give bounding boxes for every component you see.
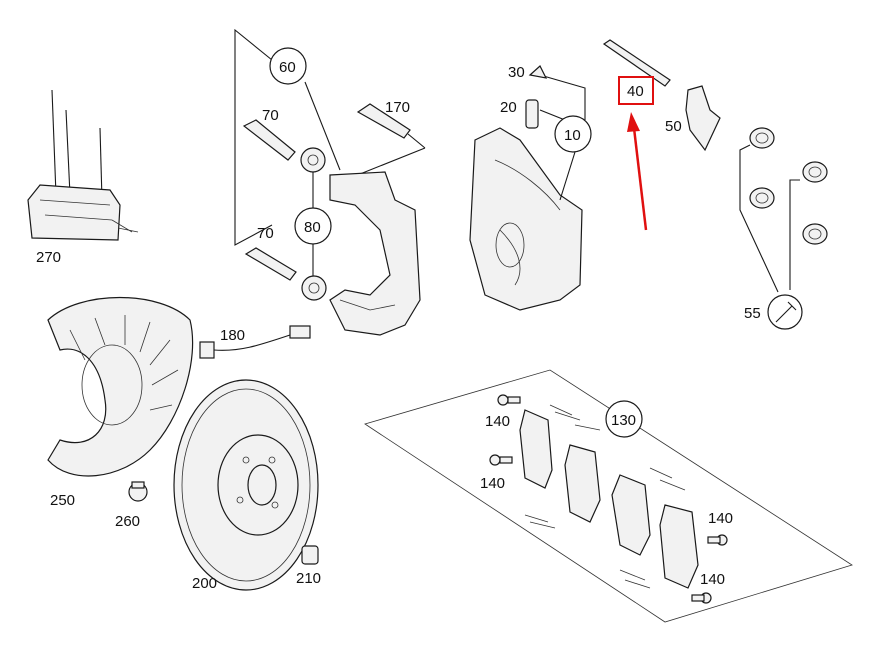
label-140-c: 140	[708, 510, 733, 527]
part-170-bolt[interactable]	[344, 103, 426, 181]
part-80-bushings[interactable]	[300, 147, 327, 301]
label-180: 180	[220, 327, 245, 344]
part-180-wear-sensor[interactable]	[199, 325, 311, 359]
label-30: 30	[508, 64, 525, 81]
part-130-brake-pads[interactable]	[519, 404, 699, 589]
highlight-box-40	[618, 76, 654, 105]
label-140-d: 140	[700, 571, 725, 588]
callout-10[interactable]	[554, 115, 592, 153]
callout-80[interactable]	[294, 207, 332, 245]
part-70-bolt-upper[interactable]	[242, 119, 296, 161]
part-50-spring[interactable]	[685, 85, 721, 152]
part-55-seal-kit[interactable]	[739, 127, 828, 293]
callout-60-leader	[234, 28, 341, 246]
label-60: 60	[279, 59, 296, 76]
part-caliper-carrier[interactable]	[329, 171, 421, 336]
label-55: 55	[744, 305, 761, 322]
callout-60[interactable]	[269, 47, 307, 85]
red-arrow	[627, 112, 648, 231]
label-140-b: 140	[480, 475, 505, 492]
part-10-caliper[interactable]	[469, 127, 583, 311]
label-200: 200	[192, 575, 217, 592]
part-20-bleed-screw[interactable]	[525, 99, 539, 129]
wrench-icon	[767, 294, 803, 330]
label-20: 20	[500, 99, 517, 116]
part-210-nut[interactable]	[301, 545, 319, 565]
part-270-bracket[interactable]	[27, 89, 139, 241]
part-70-bolt-lower[interactable]	[244, 247, 297, 281]
part-140-bolts[interactable]	[489, 394, 728, 604]
part-30-cap[interactable]	[528, 65, 548, 79]
label-10: 10	[564, 127, 581, 144]
label-170: 170	[385, 99, 410, 116]
callout-10-leader	[539, 74, 586, 201]
label-70-upper: 70	[262, 107, 279, 124]
part-250-backing-plate[interactable]	[47, 297, 194, 477]
label-270: 270	[36, 249, 61, 266]
callout-130[interactable]	[605, 400, 643, 438]
part-40-guide-pin[interactable]	[602, 39, 671, 105]
part-200-brake-disc[interactable]	[173, 379, 319, 591]
label-50: 50	[665, 118, 682, 135]
label-130: 130	[611, 412, 636, 429]
part-260-bolt[interactable]	[128, 481, 148, 502]
label-260: 260	[115, 513, 140, 530]
label-140-a: 140	[485, 413, 510, 430]
label-70-lower: 70	[257, 225, 274, 242]
label-80: 80	[304, 219, 321, 236]
label-40: 40	[627, 83, 644, 100]
label-250: 250	[50, 492, 75, 509]
part-130-pad-set-outline	[364, 369, 853, 623]
label-210: 210	[296, 570, 321, 587]
wrench-glyph	[775, 301, 797, 323]
